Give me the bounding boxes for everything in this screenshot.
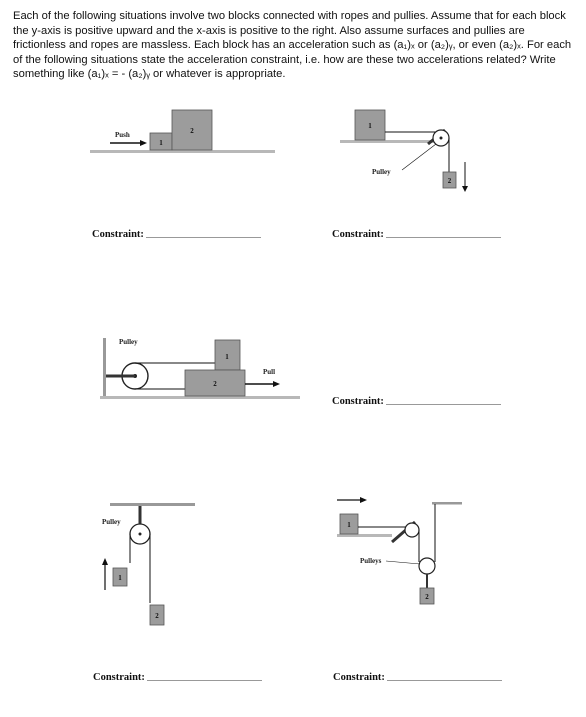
pulleys-label: Pulleys [360, 557, 382, 565]
svg-text:2: 2 [448, 177, 452, 185]
constraint-1: Constraint: [92, 229, 261, 240]
constraint-3: Constraint: [332, 396, 501, 407]
push-label: Push [115, 131, 130, 139]
svg-text:2: 2 [425, 593, 429, 601]
pulley-label: Pulley [372, 168, 391, 176]
svg-text:1: 1 [347, 521, 351, 529]
figure-table-pulley: 1 2 Pulley [340, 109, 468, 192]
instructions-paragraph: Each of the following situations involve… [13, 10, 572, 81]
block-2 [149, 604, 165, 626]
svg-text:1: 1 [118, 574, 122, 582]
svg-text:2: 2 [213, 380, 217, 388]
constraint-2: Constraint: [332, 229, 501, 240]
pulley-label: Pulley [119, 338, 138, 346]
constraint-5: Constraint: [333, 672, 502, 683]
figure-two-pulleys: 1 2 Pulleys [337, 497, 462, 605]
block-2 [184, 369, 246, 397]
constraint-2-answer-line[interactable] [385, 237, 501, 238]
svg-text:2: 2 [190, 127, 194, 135]
block-1 [339, 513, 359, 535]
constraint-5-answer-line[interactable] [386, 680, 502, 681]
block-1 [354, 109, 386, 141]
svg-text:2: 2 [155, 612, 159, 620]
svg-text:1: 1 [159, 139, 163, 147]
block-2 [171, 109, 213, 151]
constraint-1-answer-line[interactable] [145, 237, 261, 238]
constraint-4: Constraint: [93, 672, 262, 683]
figure-stacked-pulley: Pulley 1 2 Pull [100, 338, 300, 399]
pull-label: Pull [263, 368, 275, 376]
block-2 [419, 587, 435, 605]
figure-hanging-pulley: Pulley 1 2 [102, 503, 195, 626]
pulley-label: Pulley [102, 518, 121, 526]
svg-text:1: 1 [368, 122, 372, 130]
figure-push-blocks: Push 1 2 [90, 109, 275, 153]
constraint-4-answer-line[interactable] [146, 680, 262, 681]
block-1 [112, 567, 128, 587]
constraint-3-answer-line[interactable] [385, 404, 501, 405]
svg-text:1: 1 [225, 353, 229, 361]
block-2 [442, 171, 457, 189]
block-1 [214, 339, 241, 371]
